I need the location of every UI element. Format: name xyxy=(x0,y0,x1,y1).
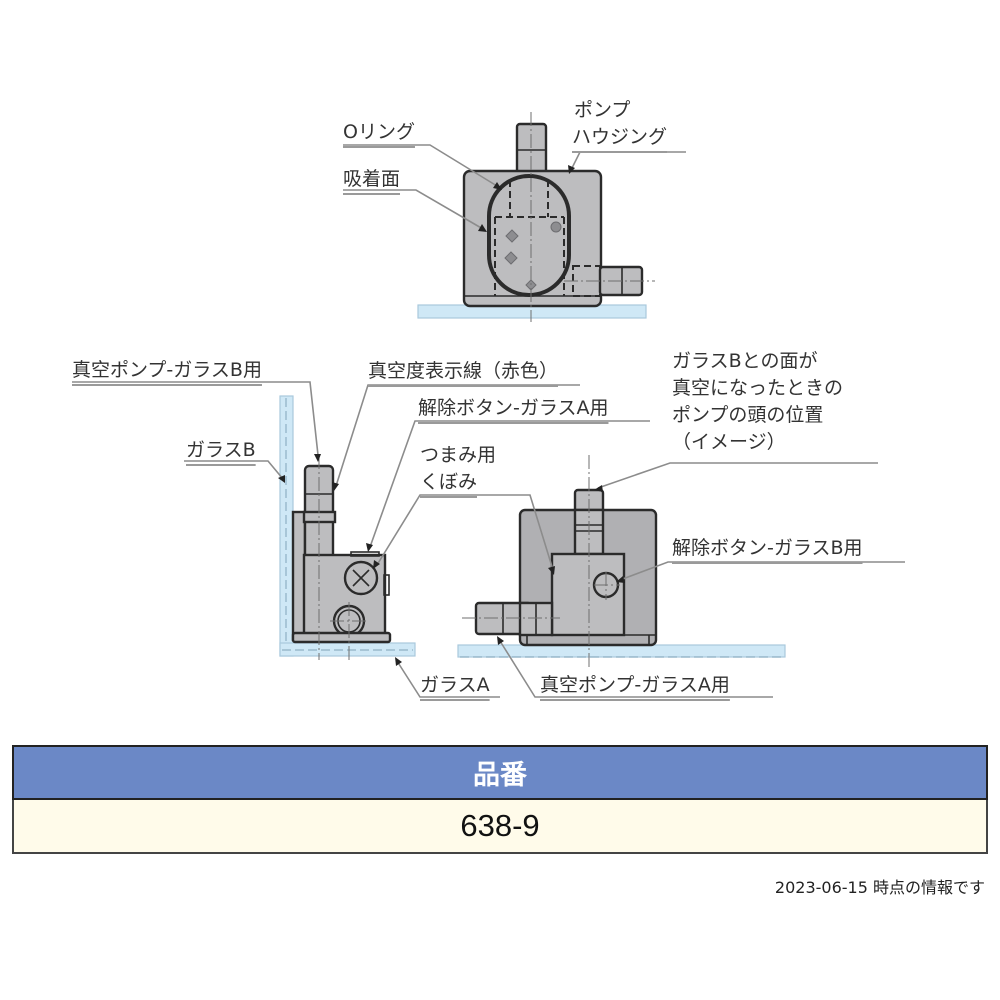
leader-glass-b xyxy=(184,460,284,480)
right-view-drawing xyxy=(457,455,905,698)
leader-suction-surface xyxy=(343,189,484,230)
label-pump-housing-2: ハウジング xyxy=(572,126,667,148)
column-header-part-number: 品番 xyxy=(12,745,988,800)
label-glass-b: ガラスB xyxy=(186,439,256,461)
label-vacuum-indicator-line: 真空度表示線（赤色） xyxy=(368,360,558,382)
leader-pump-housing xyxy=(570,151,686,171)
product-diagram: Oリング 吸着面 ポンプ ハウジング xyxy=(72,99,905,701)
top-view-drawing xyxy=(343,112,686,322)
label-glass-a: ガラスA xyxy=(420,674,490,696)
leader-grip-recess xyxy=(376,494,505,566)
leader-o-ring xyxy=(343,144,498,187)
info-date-footnote: 2023-06-15 時点の情報です xyxy=(774,878,985,897)
part-number-table: 品番 638-9 xyxy=(12,745,988,854)
table-row: 638-9 xyxy=(12,799,988,854)
label-pump-head-position-3: ポンプの頭の位置 xyxy=(672,404,823,426)
part-number-value: 638-9 xyxy=(12,799,988,854)
leader-vacuum-pump-b xyxy=(72,381,319,456)
label-suction-surface: 吸着面 xyxy=(343,168,400,190)
label-grip-recess-2: くぼみ xyxy=(420,471,477,493)
label-o-ring: Oリング xyxy=(343,121,415,143)
glass-b xyxy=(279,395,294,657)
leader-grip-recess-right xyxy=(505,494,554,571)
label-pump-head-position-2: 真空になったときの xyxy=(672,377,843,399)
label-vacuum-pump-glass-b: 真空ポンプ-ガラスB用 xyxy=(72,359,262,381)
leader-glass-a xyxy=(396,660,500,698)
label-pump-head-position-4: （イメージ） xyxy=(672,431,786,453)
label-grip-recess-1: つまみ用 xyxy=(420,444,496,466)
label-release-button-glass-b: 解除ボタン-ガラスB用 xyxy=(672,537,863,559)
leader-pump-head-position xyxy=(597,462,878,489)
label-pump-housing-1: ポンプ xyxy=(574,99,630,121)
leader-release-button-b xyxy=(619,561,905,581)
label-pump-head-position-1: ガラスBとの面が xyxy=(672,350,817,372)
label-release-button-glass-a: 解除ボタン-ガラスA用 xyxy=(418,397,608,419)
o-ring xyxy=(487,174,571,297)
label-vacuum-pump-glass-a: 真空ポンプ-ガラスA用 xyxy=(540,674,730,696)
table-header-row: 品番 xyxy=(12,745,988,800)
left-view-drawing xyxy=(72,381,650,698)
leader-release-button-a xyxy=(369,420,650,548)
leader-vacuum-pump-a xyxy=(499,640,773,698)
